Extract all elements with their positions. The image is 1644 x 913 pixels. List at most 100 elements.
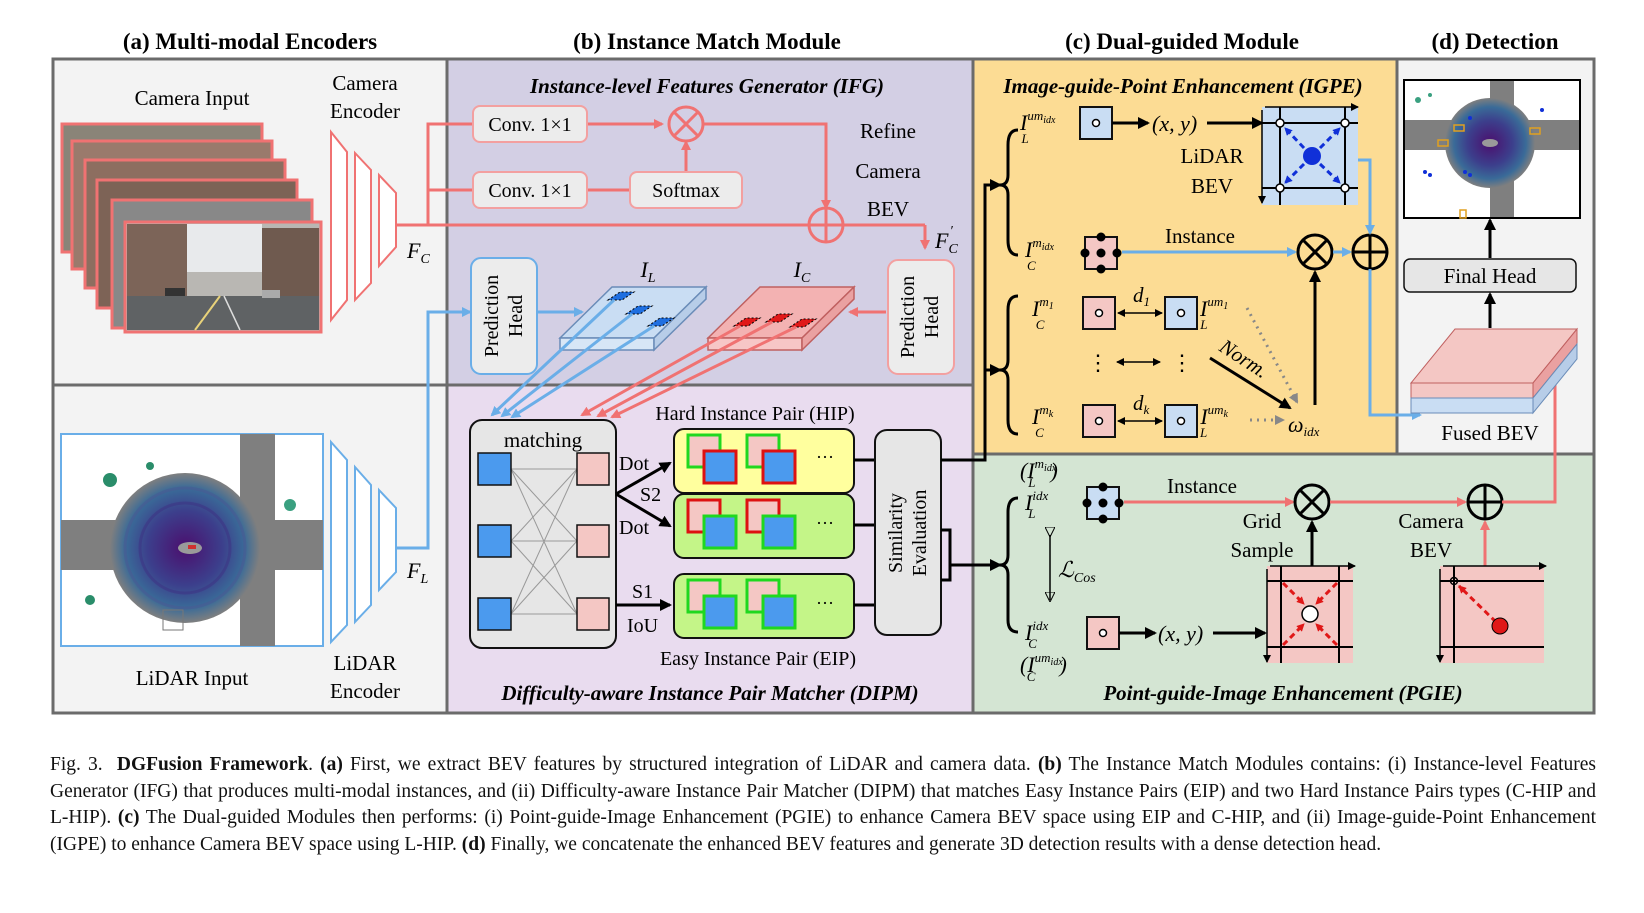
igpe-instance-label: Instance (1165, 224, 1235, 248)
s2-label: S2 (640, 484, 661, 506)
lcos-label: ℒCos (1058, 557, 1096, 586)
svg-text:Final Head: Final Head (1444, 264, 1537, 288)
camera-encoder-icon (330, 129, 397, 323)
svg-text:Head: Head (505, 295, 527, 337)
lidar-bev-grid (1258, 103, 1359, 205)
point-icon (1098, 628, 1108, 638)
lidar-encoder-icon (330, 439, 397, 645)
enhanced-lidar-to-fused-arrow (1368, 269, 1422, 420)
point-icon (1094, 308, 1104, 318)
grid-sample-label-2: Sample (1231, 538, 1294, 562)
hip-row-camera: ··· (673, 493, 855, 559)
eip-label: Easy Instance Pair (EIP) (660, 648, 856, 670)
svg-text:Conv. 1×1: Conv. 1×1 (488, 114, 571, 136)
point-icon (1091, 118, 1101, 128)
matching-box: matching (469, 419, 617, 649)
camera-grid-sample (1263, 562, 1356, 663)
pgie-title: Point-guide-Image Enhancement (PGIE) (1102, 681, 1462, 705)
caption-text-b: The Instance Match Modules contains: (i)… (50, 754, 1596, 828)
lidar-encoder-label-2: Encoder (330, 679, 400, 703)
vdots-left: ⋮ (1087, 350, 1109, 375)
igpe-multiply-op-icon (1296, 233, 1334, 271)
eip-row: ··· (673, 573, 855, 639)
pgie-instance-label: Instance (1167, 474, 1237, 498)
iou-label: IoU (627, 615, 659, 637)
camera-prediction-head: Prediction Head (887, 259, 955, 375)
hip-label: Hard Instance Pair (HIP) (655, 403, 854, 425)
d1-label: d1 (1133, 283, 1150, 309)
caption-title: DGFusion Framework (116, 754, 309, 775)
svg-text:···: ··· (816, 593, 834, 613)
lidar-bev-image (60, 433, 324, 647)
similarity-evaluation-box: Similarity Evaluation (874, 429, 942, 636)
camera-input-label: Camera Input (135, 86, 250, 110)
fc-prime-symbol: FC′ (934, 224, 958, 257)
svg-text:···: ··· (816, 513, 834, 533)
svg-text:···: ··· (816, 447, 834, 467)
caption-text-a: First, we extract BEV features by struct… (342, 754, 1038, 775)
dk-label: dk (1133, 391, 1150, 417)
final-head-block: Final Head (1403, 258, 1577, 293)
brace-upper (999, 128, 1019, 257)
caption-label-d: (d) (461, 833, 486, 855)
similarity-output-lines (941, 179, 1002, 582)
detection-result-image (1403, 79, 1581, 219)
panel-borders (51, 57, 1596, 715)
fc-symbol: FC (406, 238, 430, 267)
brace-lower (999, 294, 1019, 436)
camera-encoder-label-2: Encoder (330, 99, 400, 123)
section-title-a: (a) Multi-modal Encoders (123, 29, 377, 54)
lidar-instance-arrows (490, 298, 655, 419)
s1-label: S1 (632, 581, 653, 603)
camera-bev-label-1: Camera (1398, 509, 1464, 533)
lidar-feature-flow (396, 307, 472, 550)
refine-label-3: BEV (867, 197, 909, 221)
fused-bev-slab (1409, 327, 1579, 415)
caption-label-a: (a) (320, 754, 343, 775)
pgie-xy-label: (x, y) (1158, 621, 1203, 646)
il-label: IL (639, 257, 655, 286)
add-op-icon (807, 206, 845, 244)
caption-label-b: (b) (1037, 754, 1062, 775)
ifg-title: Instance-level Features Generator (IFG) (529, 74, 884, 98)
caption-text-c: The Dual-guided Modules then performs: (… (50, 807, 1596, 855)
camera-bev-label-2: BEV (1410, 538, 1452, 562)
matching-arrows (615, 461, 672, 611)
refine-label-1: Refine (860, 119, 916, 143)
row-connectors (854, 458, 875, 607)
pgie-add-op-icon (1466, 483, 1504, 521)
conv-1x1-bottom: Conv. 1×1 (472, 171, 588, 209)
svg-text:Similarity: Similarity (885, 493, 907, 573)
lidar-bev-label-1: LiDAR (1181, 144, 1244, 168)
lidar-bev-label-2: BEV (1191, 174, 1233, 198)
vdots-right: ⋮ (1171, 350, 1193, 375)
caption-fig-number: Fig. 3. (50, 754, 103, 775)
igpe-add-op-icon (1351, 233, 1389, 271)
section-title-d: (d) Detection (1431, 29, 1558, 54)
framework-diagram: (a) Multi-modal Encoders (b) Instance Ma… (51, 29, 1596, 715)
fused-bev-label: Fused BEV (1441, 421, 1538, 445)
softmax-block: Softmax (629, 171, 743, 209)
igpe-title: Image-guide-Point Enhancement (IGPE) (1002, 74, 1362, 98)
pgie-multiply-op-icon (1293, 483, 1331, 521)
caption-text-d: Finally, we concatenate the enhanced BEV… (485, 833, 1382, 855)
ic-m-idx-box (1080, 232, 1122, 274)
camera-front-image (123, 220, 323, 334)
grid-sample-label-1: Grid (1243, 509, 1282, 533)
norm-arrow (1209, 356, 1292, 410)
svg-text:Conv. 1×1: Conv. 1×1 (488, 180, 571, 202)
lidar-instance-slab (558, 285, 708, 352)
dot-label-2: Dot (619, 517, 649, 539)
svg-text:Head: Head (921, 296, 943, 338)
figure-caption: Fig. 3. DGFusion Framework. (a) First, w… (50, 754, 1596, 855)
lidar-encoder-label-1: LiDAR (334, 651, 397, 675)
camera-feature-flow (396, 119, 930, 317)
hip-row-lidar: ··· (673, 428, 855, 494)
point-icon (1094, 416, 1104, 426)
camera-instance-arrows (580, 320, 797, 419)
refine-label-2: Camera (855, 159, 921, 183)
igpe-xy-label: (x, y) (1152, 111, 1197, 136)
conv-1x1-top: Conv. 1×1 (472, 105, 588, 143)
omega-label: ωidx (1288, 412, 1320, 439)
svg-text:Prediction: Prediction (897, 276, 919, 358)
